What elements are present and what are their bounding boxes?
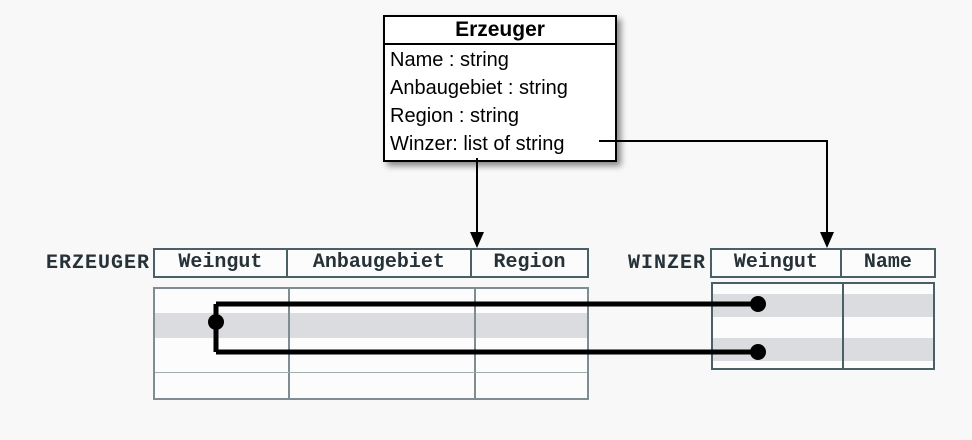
column-header-weingut: Weingut [712, 250, 842, 276]
table-body-winzer [711, 282, 935, 370]
table-header-erzeuger: Weingut Anbaugebiet Region [153, 248, 589, 278]
table-body-erzeuger [153, 287, 589, 400]
row-divider [155, 372, 587, 373]
shaded-row [713, 338, 933, 361]
table-header-winzer: Weingut Name [710, 248, 936, 278]
class-attribute-anbaugebiet: Anbaugebiet : string [390, 77, 568, 99]
arrow-winzer-attr-to-winzer-head [820, 232, 834, 248]
class-title: Erzeuger [385, 17, 615, 45]
shaded-row [155, 313, 587, 338]
column-divider [288, 289, 290, 398]
arrow-class-to-erzeuger-head [470, 232, 484, 248]
class-attribute-list: Name : string Anbaugebiet : string Regio… [385, 45, 615, 160]
class-attribute-region: Region : string [390, 105, 519, 127]
column-header-weingut: Weingut [155, 250, 288, 276]
uml-class-box-erzeuger: Erzeuger Name : string Anbaugebiet : str… [383, 15, 617, 162]
column-header-region: Region [493, 251, 566, 274]
column-divider [842, 284, 844, 368]
column-divider [474, 289, 476, 398]
class-attribute-winzer: Winzer: list of string [390, 133, 565, 155]
column-header-name: Name [863, 251, 912, 274]
column-header-anbaugebiet: Anbaugebiet [288, 250, 473, 276]
table-label-winzer: WINZER [627, 252, 706, 275]
table-label-erzeuger: ERZEUGER [45, 252, 150, 275]
shaded-row [713, 294, 933, 317]
class-attribute-name: Name : string [390, 49, 509, 71]
arrow-winzer-attr-to-winzer-line [599, 140, 828, 234]
